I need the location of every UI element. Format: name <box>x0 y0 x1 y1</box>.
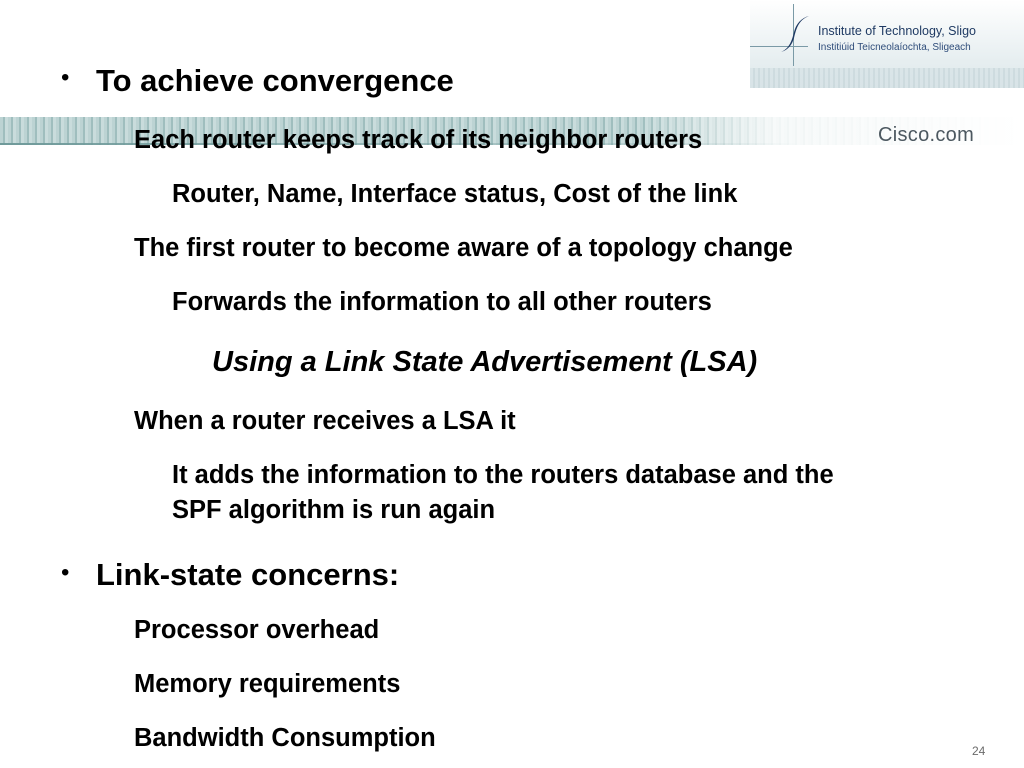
list-item: Bandwidth Consumption <box>134 724 436 752</box>
institute-name: Institute of Technology, Sligo <box>818 24 976 38</box>
header-band-fade <box>640 117 1024 145</box>
institute-name-irish: Institiúid Teicneolaíochta, Sligeach <box>818 42 971 53</box>
heading-convergence: To achieve convergence <box>96 63 454 98</box>
list-item: Memory requirements <box>134 670 401 698</box>
list-item: Each router keeps track of its neighbor … <box>134 126 703 154</box>
bullet-point: • <box>61 64 70 91</box>
header-divider <box>0 143 800 145</box>
list-item-emphasis: Using a Link State Advertisement (LSA) <box>212 346 758 378</box>
list-item: The first router to become aware of a to… <box>134 234 793 262</box>
institute-logo-icon <box>781 16 809 52</box>
institute-logo-panel: Institute of Technology, Sligo Institiúi… <box>750 0 1024 88</box>
list-item: Forwards the information to all other ro… <box>172 288 712 316</box>
logo-horizontal-rule <box>750 46 808 47</box>
bullet-point: • <box>61 559 70 586</box>
logo-panel-stripes <box>750 68 1024 88</box>
list-item: Router, Name, Interface status, Cost of … <box>172 180 738 208</box>
list-item: It adds the information to the routers d… <box>172 461 834 489</box>
list-item: When a router receives a LSA it <box>134 407 516 435</box>
list-item: SPF algorithm is run again <box>172 496 496 524</box>
page-number: 24 <box>972 744 986 758</box>
cisco-logo-text: Cisco.com <box>878 124 975 146</box>
list-item: Processor overhead <box>134 616 380 644</box>
heading-link-state-concerns: Link-state concerns: <box>96 557 400 592</box>
